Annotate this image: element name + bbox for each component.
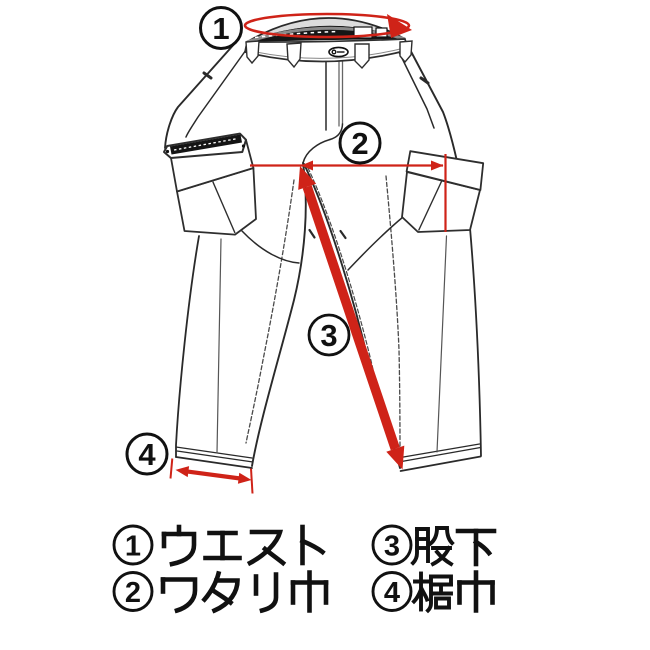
- svg-text:1: 1: [125, 531, 141, 563]
- svg-text:4: 4: [138, 437, 156, 472]
- svg-text:3: 3: [384, 531, 400, 563]
- svg-text:4: 4: [384, 577, 400, 609]
- svg-text:2: 2: [351, 126, 368, 161]
- svg-text:3: 3: [320, 318, 337, 353]
- svg-text:1: 1: [212, 11, 229, 46]
- svg-text:2: 2: [125, 577, 141, 609]
